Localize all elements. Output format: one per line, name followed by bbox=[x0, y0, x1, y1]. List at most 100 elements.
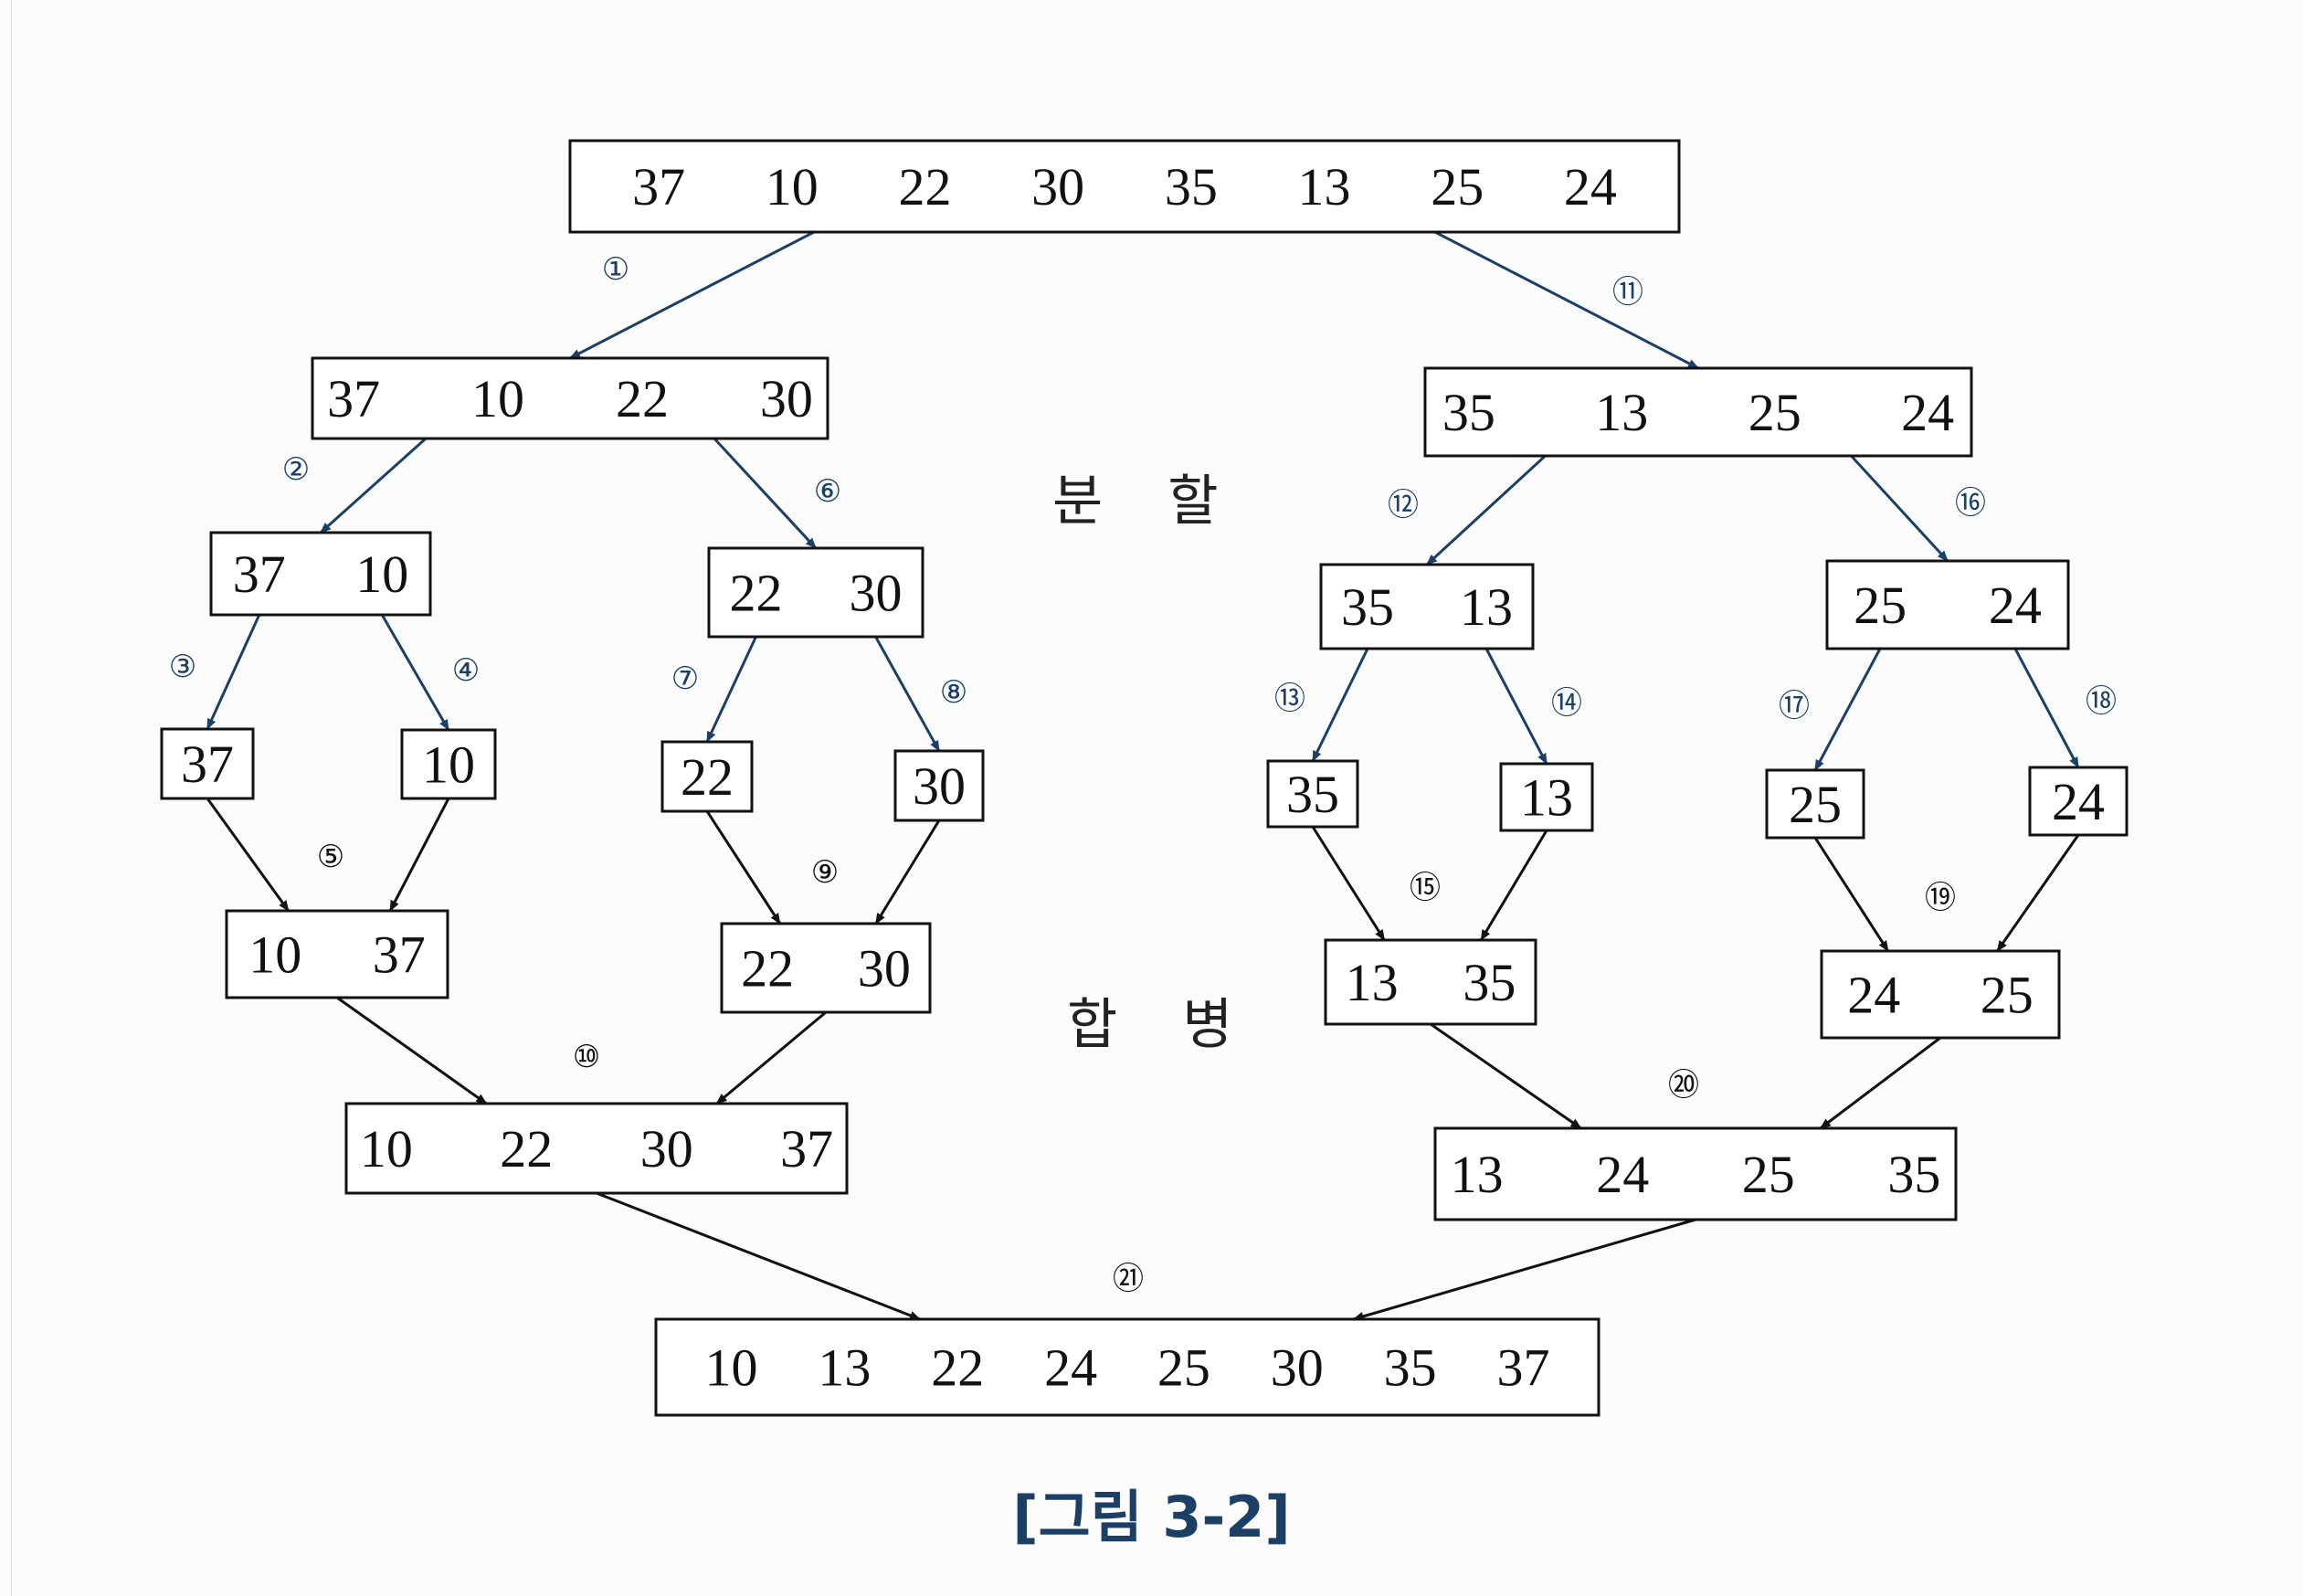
merge-arrow bbox=[1430, 1022, 1582, 1130]
split-arrow bbox=[705, 636, 757, 743]
box-outline bbox=[1825, 559, 2070, 650]
array-value: 10 bbox=[705, 1338, 758, 1398]
array-box-R: 35 13 25 24 bbox=[1423, 366, 1973, 458]
array-value: 22 bbox=[681, 747, 734, 807]
merge-label: 합 병 bbox=[1067, 993, 1257, 1057]
page-edge-line bbox=[11, 0, 12, 1596]
array-value: 13 bbox=[1451, 1145, 1504, 1204]
merge-arrow bbox=[388, 798, 450, 912]
array-value: 37 bbox=[780, 1119, 833, 1179]
box-outline bbox=[1765, 768, 1865, 840]
array-value: 10 bbox=[766, 157, 819, 217]
array-value: 22 bbox=[898, 157, 951, 217]
array-value: 13 bbox=[818, 1338, 871, 1398]
step-number: ⑭ bbox=[1551, 685, 1582, 722]
split-arrow bbox=[713, 437, 818, 550]
array-value: 37 bbox=[327, 369, 380, 428]
array-value: 25 bbox=[1742, 1145, 1795, 1204]
array-value: 22 bbox=[500, 1119, 553, 1179]
split-arrow bbox=[1425, 454, 1547, 566]
box-outline bbox=[209, 531, 432, 617]
merge-arrow bbox=[336, 996, 488, 1105]
step-number: ⑬ bbox=[1274, 681, 1305, 717]
box-outline bbox=[720, 922, 932, 1014]
array-value: 22 bbox=[729, 564, 782, 623]
array-value: 35 bbox=[1165, 157, 1218, 217]
merge-arrow bbox=[1479, 830, 1548, 941]
array-box-m1: 10 37 bbox=[225, 909, 449, 999]
split-arrow bbox=[1484, 648, 1548, 765]
merge-arrow bbox=[1352, 1218, 1696, 1321]
step-number: ⑰ bbox=[1779, 688, 1810, 724]
array-value: 24 bbox=[2052, 772, 2105, 831]
array-value: 30 bbox=[1031, 157, 1084, 217]
array-value: 22 bbox=[616, 369, 669, 428]
split-arrow bbox=[319, 437, 428, 534]
step-number: ⑤ bbox=[317, 839, 344, 875]
array-value: 13 bbox=[1460, 577, 1513, 637]
array-value: 10 bbox=[422, 735, 475, 795]
split-arrow bbox=[874, 636, 941, 752]
array-value: 13 bbox=[1595, 383, 1648, 442]
array-value: 24 bbox=[1989, 576, 2042, 635]
box-outline bbox=[2028, 766, 2129, 837]
merge-arrow bbox=[1819, 1036, 1941, 1130]
array-value: 22 bbox=[741, 939, 794, 999]
array-value: 30 bbox=[850, 564, 903, 623]
figure-caption: [그림 3-2] bbox=[1012, 1484, 1291, 1550]
array-value: 30 bbox=[858, 939, 911, 999]
split-label: 분 할 bbox=[1052, 470, 1242, 534]
box-outline bbox=[344, 1102, 849, 1195]
array-value: 10 bbox=[248, 925, 301, 985]
box-outline bbox=[311, 356, 829, 440]
array-value: 25 bbox=[1748, 383, 1801, 442]
step-number: ㉑ bbox=[1113, 1261, 1144, 1297]
array-value: 24 bbox=[1564, 157, 1617, 217]
merge-arrow bbox=[1311, 826, 1386, 941]
step-number: ⑥ bbox=[814, 473, 841, 510]
box-outline bbox=[1423, 366, 1973, 458]
merge-arrow bbox=[1813, 837, 1890, 952]
array-value: 24 bbox=[1901, 383, 1954, 442]
array-value: 35 bbox=[1384, 1338, 1437, 1398]
array-box-a: 37 bbox=[160, 727, 255, 800]
split-arrow bbox=[380, 614, 450, 731]
step-number: ① bbox=[602, 251, 629, 288]
array-box-e: 35 bbox=[1266, 759, 1359, 829]
array-value: 37 bbox=[1496, 1338, 1549, 1398]
array-value: 35 bbox=[1463, 953, 1516, 1012]
step-number: ⑦ bbox=[671, 661, 699, 697]
array-box-d: 30 bbox=[893, 749, 985, 822]
array-value: 25 bbox=[1789, 775, 1842, 834]
split-arrow bbox=[569, 230, 815, 360]
box-outline bbox=[568, 139, 1681, 234]
array-value: 13 bbox=[1520, 768, 1573, 828]
array-box-g: 25 bbox=[1765, 768, 1865, 840]
array-value: 25 bbox=[1157, 1338, 1210, 1398]
array-value: 37 bbox=[373, 925, 426, 985]
array-value: 24 bbox=[1596, 1145, 1649, 1204]
box-outline bbox=[1266, 759, 1359, 829]
box-outline bbox=[400, 728, 497, 800]
array-value: 35 bbox=[1442, 383, 1495, 442]
arrows-layer bbox=[206, 230, 2080, 1321]
merge-arrow bbox=[1996, 834, 2080, 952]
step-number: ⑩ bbox=[573, 1039, 600, 1075]
array-box-m2: 22 30 bbox=[720, 922, 932, 1014]
step-number: ⑮ bbox=[1410, 870, 1441, 906]
step-number: ⑱ bbox=[2086, 683, 2117, 720]
array-value: 35 bbox=[1286, 765, 1339, 824]
box-outline bbox=[1433, 1126, 1958, 1221]
array-box-h: 24 bbox=[2028, 766, 2129, 837]
merge-arrow bbox=[206, 798, 290, 912]
array-box-b: 10 bbox=[400, 728, 497, 800]
step-number: ③ bbox=[169, 649, 196, 685]
array-box-c: 22 bbox=[660, 740, 754, 813]
